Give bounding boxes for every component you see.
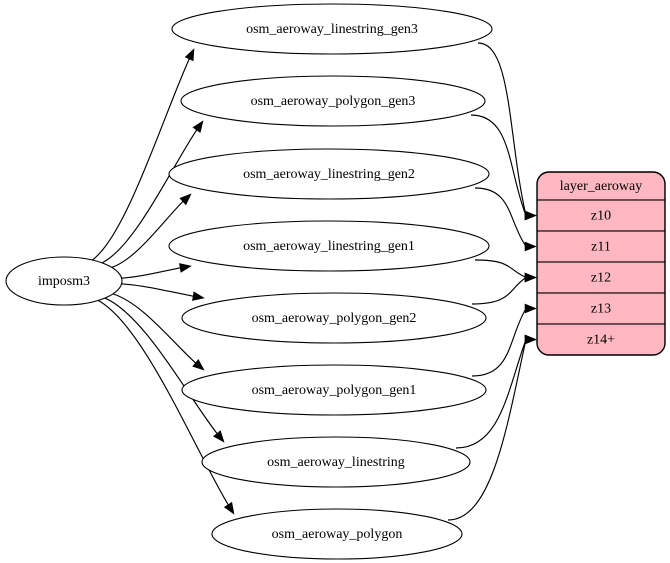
node-osm_aeroway_linestring_gen2[interactable]: osm_aeroway_linestring_gen2 — [168, 148, 490, 200]
arrowhead-to-osm_aeroway_polygon — [223, 501, 235, 515]
nodes-layer: imposm3 osm_aeroway_linestring_gen3 osm_ae… — [5, 3, 493, 560]
node-shape-ellipse — [171, 3, 493, 55]
node-osm_aeroway_polygon_gen1[interactable]: osm_aeroway_polygon_gen1 — [181, 364, 487, 416]
arrowhead-to-osm_aeroway_polygon_gen2 — [192, 291, 205, 301]
arrowhead-to-osm_aeroway_polygon_gen3 — [192, 120, 204, 134]
node-label-osm_aeroway_polygon_gen2: osm_aeroway_polygon_gen2 — [252, 311, 417, 326]
arrowhead-to-osm_aeroway_linestring_gen3 — [184, 48, 195, 62]
node-osm_aeroway_polygon_gen3[interactable]: osm_aeroway_polygon_gen3 — [180, 75, 486, 127]
node-osm_aeroway_polygon_gen2[interactable]: osm_aeroway_polygon_gen2 — [181, 292, 487, 344]
node-shape-ellipse — [181, 364, 487, 416]
arrowhead-to-osm_aeroway_polygon_gen1 — [192, 359, 205, 371]
node-shape-ellipse — [181, 292, 487, 344]
node-label-osm_aeroway_polygon: osm_aeroway_polygon — [272, 527, 403, 542]
node-shape-ellipse — [5, 256, 123, 306]
edge-osm_aeroway_linestring_gen3-to-z10 — [477, 42, 527, 216]
node-shape-ellipse — [168, 220, 490, 272]
node-label-osm_aeroway_linestring_gen3: osm_aeroway_linestring_gen3 — [246, 22, 418, 37]
edge-imposm3-to-osm_aeroway_polygon — [97, 299, 230, 506]
arrowhead-to-osm_aeroway_linestring_gen2 — [179, 193, 192, 206]
node-osm_aeroway_linestring_gen1[interactable]: osm_aeroway_linestring_gen1 — [168, 220, 490, 272]
table-header-label: layer_aeroway — [560, 179, 642, 194]
edge-osm_aeroway_linestring-to-z14+ — [455, 339, 527, 449]
edge-imposm3-to-osm_aeroway_polygon_gen2 — [120, 283, 195, 297]
table-row-label-z11: z11 — [591, 240, 611, 255]
edge-imposm3-to-osm_aeroway_linestring_gen1 — [120, 267, 182, 279]
arrowhead-to-osm_aeroway_linestring — [213, 430, 225, 443]
table-row-z12[interactable] — [537, 261, 665, 294]
edge-osm_aeroway_polygon_gen2-to-z12 — [471, 277, 527, 305]
edge-imposm3-to-osm_aeroway_linestring — [103, 297, 219, 435]
node-label-osm_aeroway_polygon_gen1: osm_aeroway_polygon_gen1 — [252, 383, 417, 398]
node-shape-ellipse — [211, 508, 463, 560]
node-label-osm_aeroway_linestring_gen2: osm_aeroway_linestring_gen2 — [243, 167, 415, 182]
edge-imposm3-to-osm_aeroway_polygon_gen3 — [101, 128, 198, 264]
table-row-z11[interactable] — [537, 230, 665, 263]
node-label-osm_aeroway_linestring_gen1: osm_aeroway_linestring_gen1 — [243, 239, 415, 254]
table-row-z14+[interactable] — [537, 323, 665, 355]
table-row-label-z14+: z14+ — [587, 333, 615, 348]
arrowhead-to-osm_aeroway_linestring_gen1 — [179, 263, 192, 273]
node-osm_aeroway_linestring_gen3[interactable]: osm_aeroway_linestring_gen3 — [171, 3, 493, 55]
table-outline — [536, 171, 666, 356]
node-shape-ellipse — [168, 148, 490, 200]
node-shape-ellipse — [180, 75, 486, 127]
node-osm_aeroway_linestring[interactable]: osm_aeroway_linestring — [201, 436, 471, 488]
edge-osm_aeroway_polygon_gen1-to-z13 — [471, 308, 527, 377]
node-label-imposm3: imposm3 — [38, 274, 90, 289]
edge-imposm3-to-osm_aeroway_polygon_gen1 — [111, 293, 197, 365]
table-row-label-z13: z13 — [591, 302, 611, 317]
node-osm_aeroway_polygon[interactable]: osm_aeroway_polygon — [211, 508, 463, 560]
table-node-layer: layer_aeroway z10 z11 z12 z13 z14+ — [536, 171, 666, 356]
arrowhead-to-z11-from-osm_aeroway_linestring_gen2 — [524, 241, 537, 252]
node-label-osm_aeroway_polygon_gen3: osm_aeroway_polygon_gen3 — [251, 94, 416, 109]
edges-layer — [91, 42, 537, 521]
table-row-label-z12: z12 — [591, 271, 611, 286]
arrowhead-to-z14+-from-osm_aeroway_polygon — [524, 334, 537, 345]
node-shape-ellipse — [201, 436, 471, 488]
table-row-z10[interactable] — [537, 199, 665, 232]
edge-osm_aeroway_polygon-to-z14+ — [447, 339, 527, 521]
node-imposm3[interactable]: imposm3 — [5, 256, 123, 306]
edge-osm_aeroway_linestring_gen1-to-z12 — [474, 259, 527, 279]
table-row-label-z10: z10 — [591, 209, 611, 224]
node-label-osm_aeroway_linestring: osm_aeroway_linestring — [267, 455, 405, 470]
edge-osm_aeroway_linestring_gen2-to-z11 — [474, 187, 527, 247]
edge-osm_aeroway_polygon_gen3-to-z10 — [470, 114, 527, 216]
arrowhead-to-z12-from-osm_aeroway_polygon_gen2 — [524, 272, 537, 283]
arrowhead-to-z13-from-osm_aeroway_polygon_gen1 — [524, 303, 537, 314]
edge-imposm3-to-osm_aeroway_linestring_gen2 — [110, 200, 185, 269]
arrowhead-to-z10-from-osm_aeroway_polygon_gen3 — [524, 210, 537, 221]
edge-imposm3-to-osm_aeroway_linestring_gen3 — [91, 57, 191, 261]
node-layer_aeroway[interactable]: layer_aeroway z10 z11 z12 z13 z14+ — [536, 171, 666, 356]
